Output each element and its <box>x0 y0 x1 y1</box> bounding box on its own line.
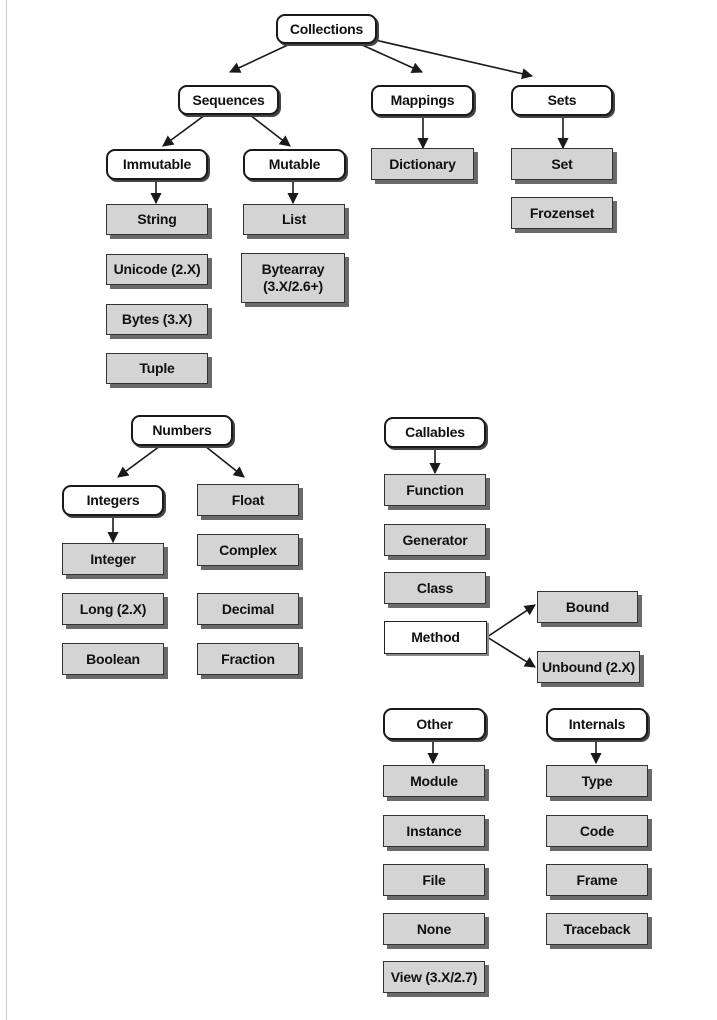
view-leaf: View (3.X/2.7) <box>383 961 485 993</box>
arrow-numbers-integers <box>117 445 161 478</box>
left-border-line <box>6 0 7 1020</box>
float-leaf: Float <box>197 484 299 516</box>
sets-node: Sets <box>511 85 613 116</box>
long-leaf: Long (2.X) <box>62 593 164 625</box>
frame-leaf: Frame <box>546 864 648 896</box>
class-leaf: Class <box>384 572 486 604</box>
traceback-leaf: Traceback <box>546 913 648 945</box>
integers-node: Integers <box>62 485 164 516</box>
list-leaf: List <box>243 204 345 235</box>
mappings-node: Mappings <box>371 85 474 116</box>
callables-node: Callables <box>384 417 486 448</box>
numbers-node: Numbers <box>131 415 233 446</box>
unicode-leaf: Unicode (2.X) <box>106 254 208 285</box>
arrow-method-unbound <box>486 636 536 668</box>
fraction-leaf: Fraction <box>197 643 299 675</box>
internals-node: Internals <box>546 708 648 740</box>
set-leaf: Set <box>511 148 613 180</box>
sequences-node: Sequences <box>178 85 279 115</box>
dictionary-leaf: Dictionary <box>371 148 474 180</box>
integer-leaf: Integer <box>62 543 164 575</box>
arrow-sequences-immutable <box>162 114 206 147</box>
arrow-method-bound <box>486 604 536 638</box>
unbound-leaf: Unbound (2.X) <box>537 651 640 683</box>
arrow-collections-sequences <box>228 43 291 73</box>
string-leaf: String <box>106 204 208 235</box>
function-leaf: Function <box>384 474 486 506</box>
code-leaf: Code <box>546 815 648 847</box>
generator-leaf: Generator <box>384 524 486 556</box>
decimal-leaf: Decimal <box>197 593 299 625</box>
mutable-node: Mutable <box>243 149 346 180</box>
method-node: Method <box>384 621 487 654</box>
type-leaf: Type <box>546 765 648 797</box>
tuple-leaf: Tuple <box>106 353 208 384</box>
complex-leaf: Complex <box>197 534 299 566</box>
arrow-sequences-mutable <box>249 114 291 147</box>
collections-node: Collections <box>276 14 377 44</box>
frozenset-leaf: Frozenset <box>511 197 613 229</box>
bound-leaf: Bound <box>537 591 638 623</box>
immutable-node: Immutable <box>106 149 208 180</box>
arrow-numbers-float <box>204 445 245 478</box>
boolean-leaf: Boolean <box>62 643 164 675</box>
bytes-leaf: Bytes (3.X) <box>106 304 208 335</box>
none-leaf: None <box>383 913 485 945</box>
bytearray-leaf: Bytearray(3.X/2.6+) <box>241 253 345 303</box>
arrow-collections-sets <box>374 39 534 80</box>
arrow-collections-mappings <box>359 43 424 73</box>
file-leaf: File <box>383 864 485 896</box>
instance-leaf: Instance <box>383 815 485 847</box>
module-leaf: Module <box>383 765 485 797</box>
other-node: Other <box>383 708 486 740</box>
